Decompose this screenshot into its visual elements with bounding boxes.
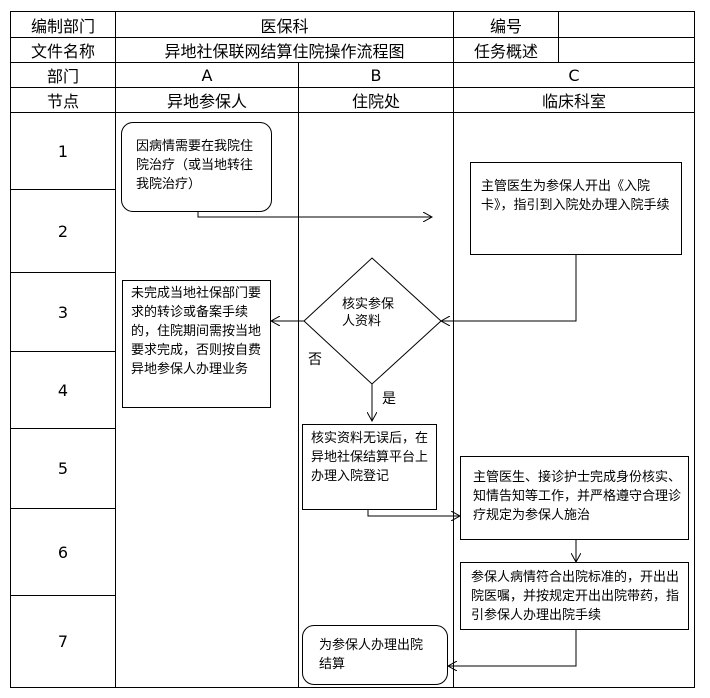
lane-letter-b: B: [370, 65, 382, 85]
arrow-discharge-to-settlement: [448, 630, 577, 666]
node-number: 7: [57, 632, 69, 651]
number-value: [559, 12, 694, 37]
node-number: 5: [57, 459, 69, 478]
step-register: 核实资料无误后，在异地社保结算平台上办理入院登记: [302, 424, 437, 510]
label-no: 否: [308, 352, 322, 368]
lane-letter-a: A: [201, 65, 213, 85]
arrow-register-to-treatment: [367, 510, 460, 516]
step-settlement: 为参保人办理出院结算: [302, 625, 448, 685]
label-yes: 是: [382, 391, 396, 407]
decision-diamond: [303, 257, 442, 385]
file-value: 异地社保联网结算住院操作流程图: [164, 42, 405, 61]
node-row-label: 节点: [46, 92, 79, 111]
lane-name-b: 住院处: [351, 92, 400, 111]
dept-row-label: 部门: [46, 67, 79, 86]
task-value: [559, 38, 694, 62]
flow-connectors: [197, 212, 577, 666]
lane-letter-c: C: [568, 65, 580, 85]
step-patient-start: 因病情需要在我院住院治疗（或当地转往我院治疗）: [121, 122, 272, 212]
dept-label: 编制部门: [30, 16, 95, 36]
table-grid: [10, 11, 695, 688]
step-doctor-card: 主管医生为参保人开出《入院卡》，指引到入院处办理入院手续: [470, 162, 682, 255]
arrow-patient-to-admission: [197, 212, 432, 217]
node-number: 1: [57, 141, 69, 161]
step-treatment: 主管医生、接诊护士完成身份核实、知情告知等工作，并严格遵守合理诊疗规定为参保人施…: [460, 456, 689, 540]
number-label: 编号: [489, 16, 522, 36]
dept-value: 医保科: [260, 16, 309, 36]
node-number: 3: [57, 302, 69, 322]
step-discharge-order: 参保人病情符合出院标准的，开出出院医嘱，并按规定开出出院带药，指引参保人办理出院…: [460, 562, 689, 630]
step-incomplete: 未完成当地社保部门要求的转诊或备案手续的，住院期间需按当地要求完成，否则按自费异…: [122, 280, 271, 408]
lane-name-a: 异地参保人: [166, 92, 247, 111]
lane-name-c: 临床科室: [541, 92, 606, 111]
node-number: 2: [57, 221, 69, 241]
file-label: 文件名称: [30, 42, 95, 61]
decision-text: 核实参保人资料: [342, 297, 395, 329]
arrow-card-to-decision: [441, 255, 577, 321]
node-number: 4: [57, 380, 69, 400]
task-label: 任务概述: [473, 42, 538, 61]
node-number: 6: [57, 542, 69, 562]
